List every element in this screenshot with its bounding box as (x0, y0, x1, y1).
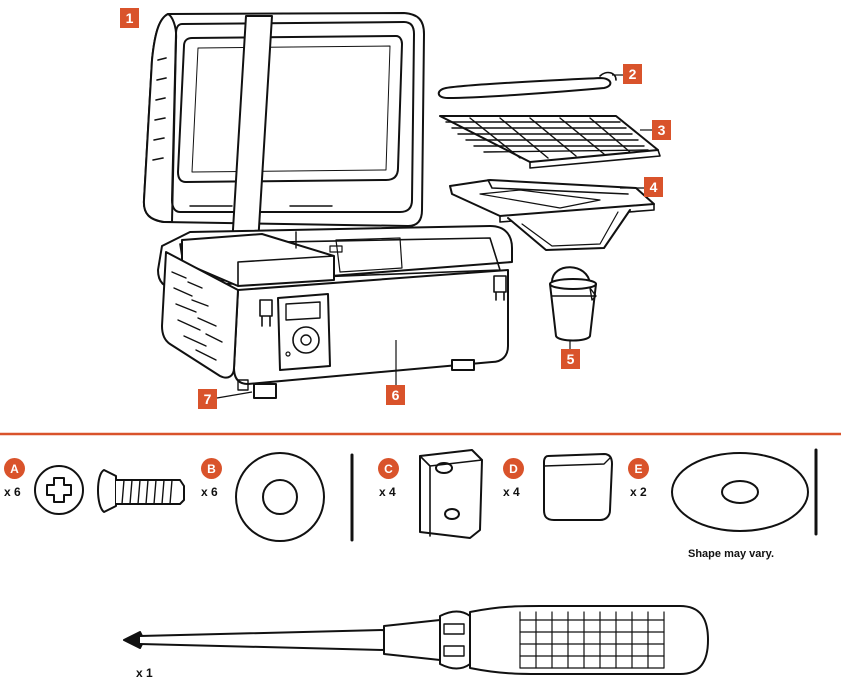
gasket-drawing (671, 452, 809, 532)
callout-4: 4 (644, 177, 663, 197)
hardware-qty-e: x 2 (630, 485, 647, 499)
callout-6: 6 (386, 385, 405, 405)
screwdriver-drawing (123, 605, 709, 675)
rubber-foot-drawing (543, 453, 613, 521)
grill-body-drawing (142, 12, 513, 399)
hardware-qty-a: x 6 (4, 485, 21, 499)
hardware-badge-e: E (628, 458, 649, 479)
hardware-badge-c: C (378, 458, 399, 479)
grease-bucket-drawing (549, 266, 597, 342)
callout-1: 1 (120, 8, 139, 28)
callout-2: 2 (623, 64, 642, 84)
tool-qty: x 1 (136, 666, 153, 680)
hardware-badge-a: A (4, 458, 25, 479)
gasket-note: Shape may vary. (688, 548, 775, 560)
hardware-qty-c: x 4 (379, 485, 396, 499)
hardware-badge-d: D (503, 458, 524, 479)
screw-drawing (34, 465, 185, 515)
hardware-badge-b: B (201, 458, 222, 479)
callout-5: 5 (561, 349, 580, 369)
spacer-block-drawing (419, 449, 483, 539)
grill-grate-drawing (439, 115, 661, 169)
callout-leaders (216, 74, 652, 399)
heat-baffle-drawing (449, 179, 655, 251)
washer-drawing (235, 452, 325, 542)
hardware-qty-b: x 6 (201, 485, 218, 499)
callout-7: 7 (198, 389, 217, 409)
hardware-qty-d: x 4 (503, 485, 520, 499)
gasket-rope-drawing (437, 71, 617, 99)
callout-3: 3 (652, 120, 671, 140)
